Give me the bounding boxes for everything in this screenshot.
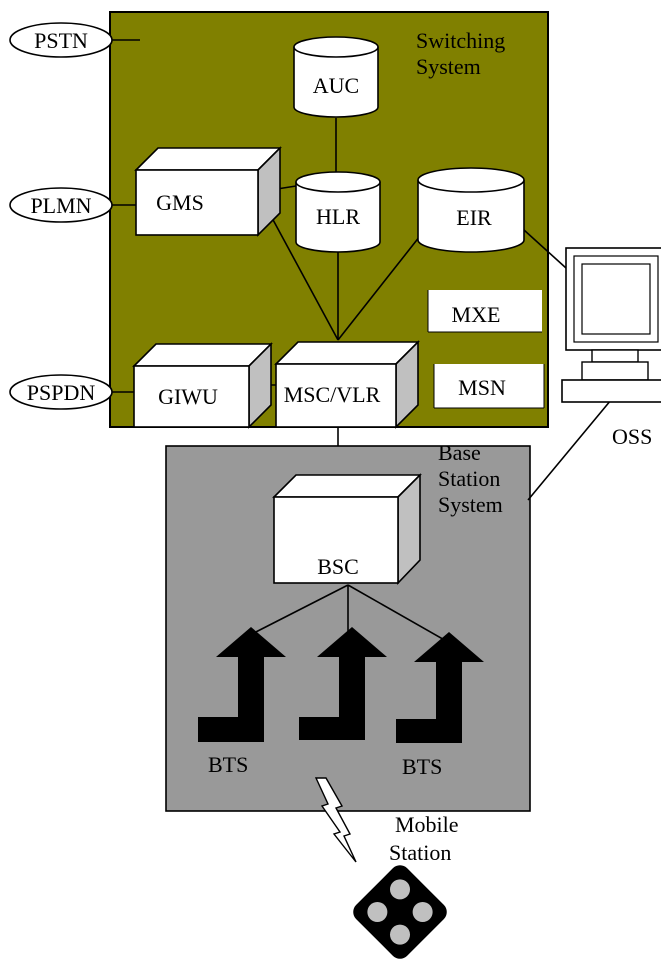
plmn-label: PLMN	[30, 193, 91, 218]
gms-label: GMS	[156, 190, 204, 215]
bss-title-3: System	[438, 492, 503, 517]
mobile-station-icon	[353, 865, 447, 959]
eir-database: EIR	[417, 167, 525, 253]
msc-vlr-box: MSC/VLR	[274, 340, 420, 429]
mobile-station-label-1: Mobile	[395, 812, 459, 837]
pstn-node: PSTN	[9, 22, 113, 58]
msn-label: MSN	[458, 375, 506, 400]
switching-system-title-2: System	[416, 54, 481, 79]
plmn-node: PLMN	[9, 187, 113, 223]
mxe-label: MXE	[452, 302, 501, 327]
bss-title-1: Base	[438, 440, 481, 465]
hlr-label: HLR	[316, 204, 360, 229]
hlr-database: HLR	[295, 171, 381, 253]
bsc-box: BSC	[272, 473, 422, 585]
mobile-station-label-2: Station	[389, 840, 451, 865]
giwu-box: GIWU	[132, 342, 273, 429]
pspdn-node: PSPDN	[9, 374, 113, 410]
auc-label: AUC	[313, 73, 359, 98]
mxe-box: MXE	[427, 290, 542, 333]
oss-computer-icon	[561, 247, 661, 403]
bss-title-2: Station	[438, 466, 500, 491]
msc-vlr-label: MSC/VLR	[284, 382, 381, 407]
oss-label: OSS	[612, 424, 652, 449]
bts-left-label: BTS	[208, 752, 248, 777]
pspdn-label: PSPDN	[27, 380, 96, 405]
msn-box: MSN	[433, 364, 545, 409]
switching-system-title-1: Switching	[416, 28, 505, 53]
pstn-label: PSTN	[34, 28, 88, 53]
bts-antenna-left-icon	[198, 627, 286, 742]
radio-link-icon	[314, 777, 357, 863]
giwu-label: GIWU	[158, 384, 218, 409]
bts-right-label: BTS	[402, 754, 442, 779]
gms-box: GMS	[134, 146, 282, 237]
bts-antenna-middle-icon	[299, 627, 387, 740]
bts-antenna-right-icon	[396, 632, 484, 743]
auc-database: AUC	[293, 36, 379, 118]
eir-label: EIR	[456, 205, 492, 230]
bsc-label: BSC	[317, 554, 359, 579]
